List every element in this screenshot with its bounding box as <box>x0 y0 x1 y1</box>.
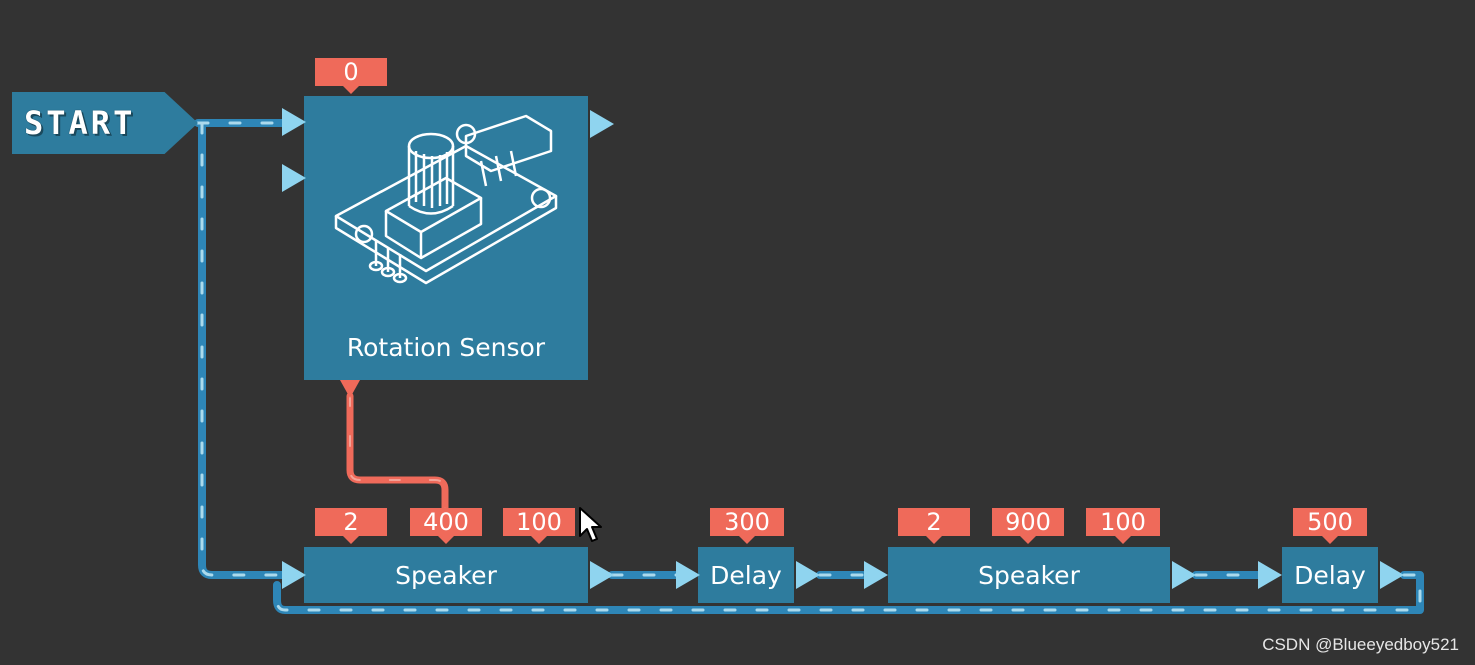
sensor-data-output-port[interactable] <box>340 380 360 398</box>
rotation-sensor-block[interactable]: Rotation Sensor <box>304 96 588 380</box>
delay-block-2-label: Delay <box>1294 560 1366 590</box>
delay2-input-port[interactable] <box>1258 561 1282 589</box>
delay1-input-port[interactable] <box>676 561 700 589</box>
speaker2-input-port[interactable] <box>864 561 888 589</box>
speaker-block-1[interactable]: Speaker <box>304 547 588 603</box>
sensor-output-port[interactable] <box>590 110 614 138</box>
speaker1-output-port[interactable] <box>590 561 614 589</box>
sensor-input-port-2[interactable] <box>282 164 306 192</box>
speaker2-param-2[interactable]: 900 <box>992 508 1064 544</box>
speaker-block-2[interactable]: Speaker <box>888 547 1170 603</box>
speaker2-param-1[interactable]: 2 <box>898 508 970 544</box>
sensor-port-param[interactable]: 0 <box>315 58 387 94</box>
rotation-sensor-label: Rotation Sensor <box>346 333 546 362</box>
delay1-param[interactable]: 300 <box>710 508 784 544</box>
start-block[interactable]: START <box>12 92 198 154</box>
delay2-param[interactable]: 500 <box>1293 508 1367 544</box>
speaker1-param-3[interactable]: 100 <box>503 508 575 544</box>
speaker2-output-port[interactable] <box>1172 561 1196 589</box>
delay2-output-port[interactable] <box>1380 561 1404 589</box>
delay1-output-port[interactable] <box>796 561 820 589</box>
speaker-block-2-label: Speaker <box>978 560 1080 590</box>
speaker2-param-3[interactable]: 100 <box>1086 508 1160 544</box>
wire-start-to-speaker <box>198 119 286 579</box>
speaker-block-1-label: Speaker <box>395 560 497 590</box>
watermark: CSDN @Blueeyedboy521 <box>1262 635 1459 654</box>
delay-block-1-label: Delay <box>710 560 782 590</box>
rotation-sensor-icon <box>334 114 558 285</box>
sensor-input-port-1[interactable] <box>282 108 306 136</box>
speaker1-input-port[interactable] <box>282 561 306 589</box>
speaker1-param-1[interactable]: 2 <box>315 508 387 544</box>
delay-block-1[interactable]: Delay <box>698 547 794 603</box>
start-label: START <box>24 104 136 142</box>
speaker1-param-2[interactable]: 400 <box>410 508 482 544</box>
data-wire-sensor-to-frequency <box>346 392 449 516</box>
mouse-cursor-icon <box>579 507 602 542</box>
delay-block-2[interactable]: Delay <box>1282 547 1378 603</box>
